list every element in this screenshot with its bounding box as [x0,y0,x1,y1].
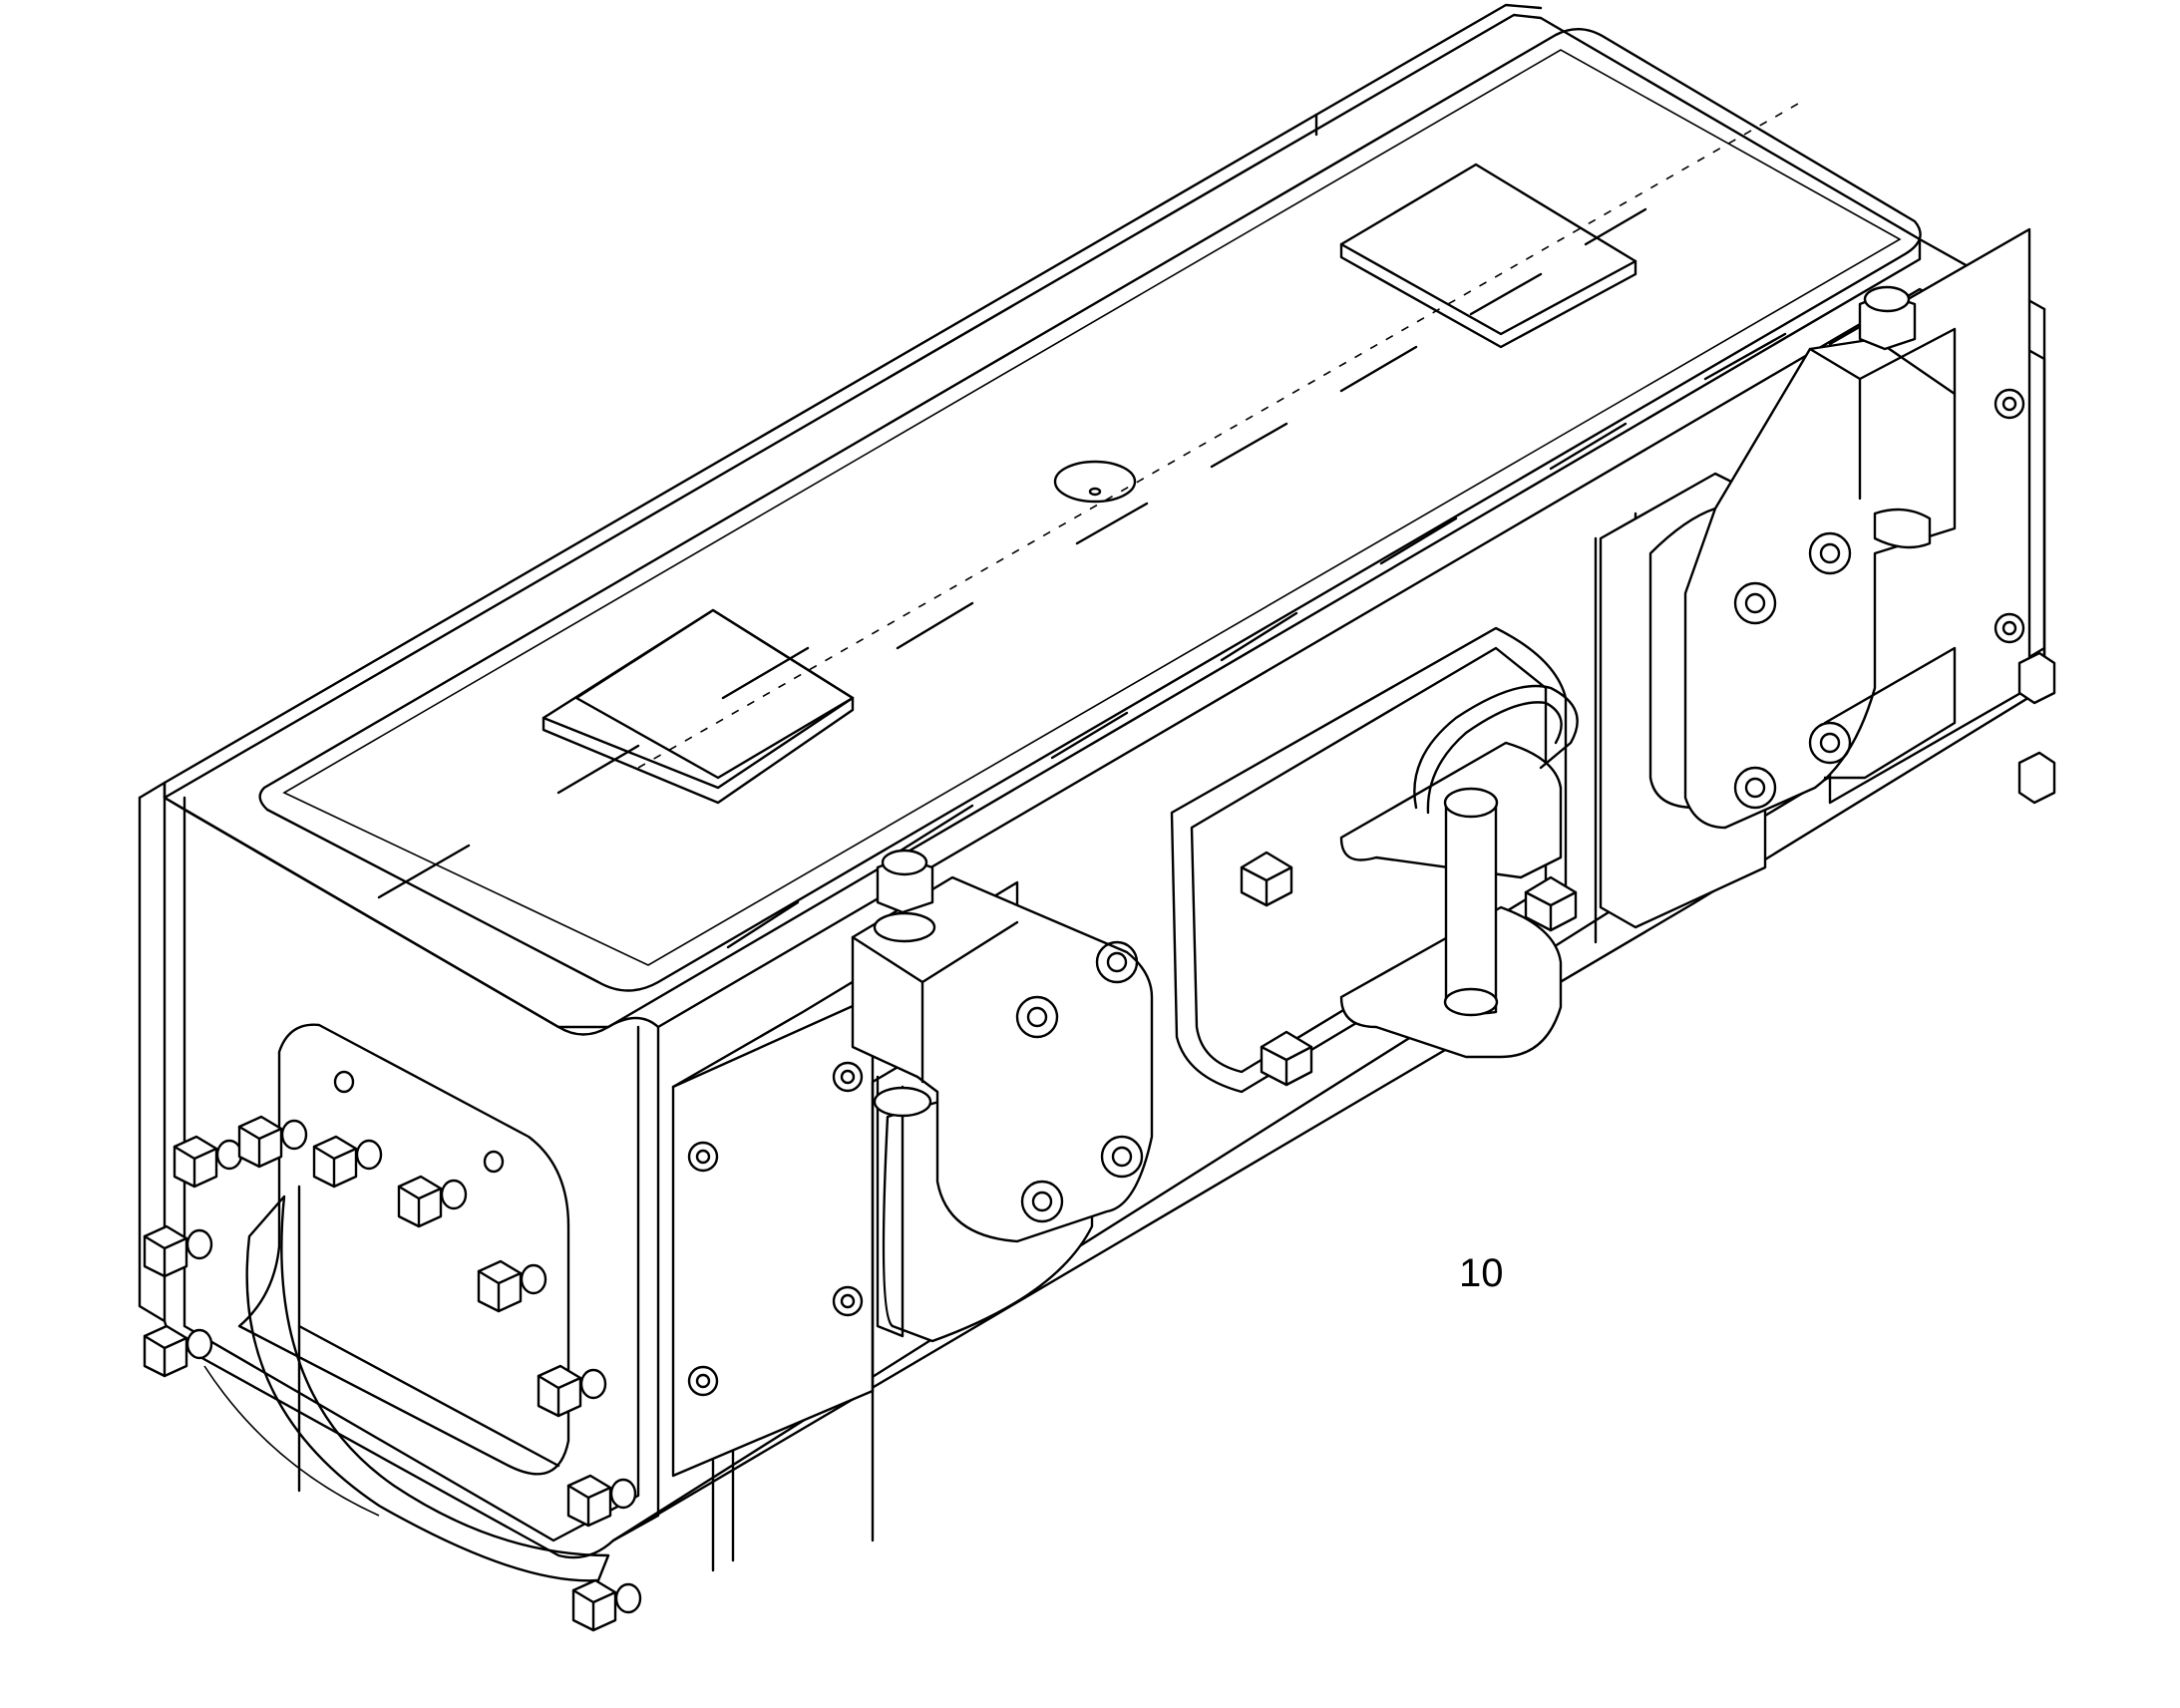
hex-bolt [537,1364,607,1418]
clamp-bracket-right [1599,285,1957,929]
hex-bolt [477,1259,547,1313]
right-end-bolts [2017,651,2056,805]
hex-bolt [571,1578,642,1632]
hex-bolt [143,1324,213,1378]
hex-bolt [173,1135,243,1189]
flange-bolts [143,1115,642,1632]
hex-bolt [566,1474,637,1528]
end-flange-plate [203,1023,610,1582]
hex-bolt [237,1115,308,1169]
reference-numeral: 10 [1459,1251,1504,1295]
hex-bolt [397,1175,468,1228]
clamp-bracket-left [851,849,1154,1343]
center-coupling [1170,626,1579,1094]
hex-bolt [312,1135,383,1189]
hex-bolt [143,1224,213,1278]
